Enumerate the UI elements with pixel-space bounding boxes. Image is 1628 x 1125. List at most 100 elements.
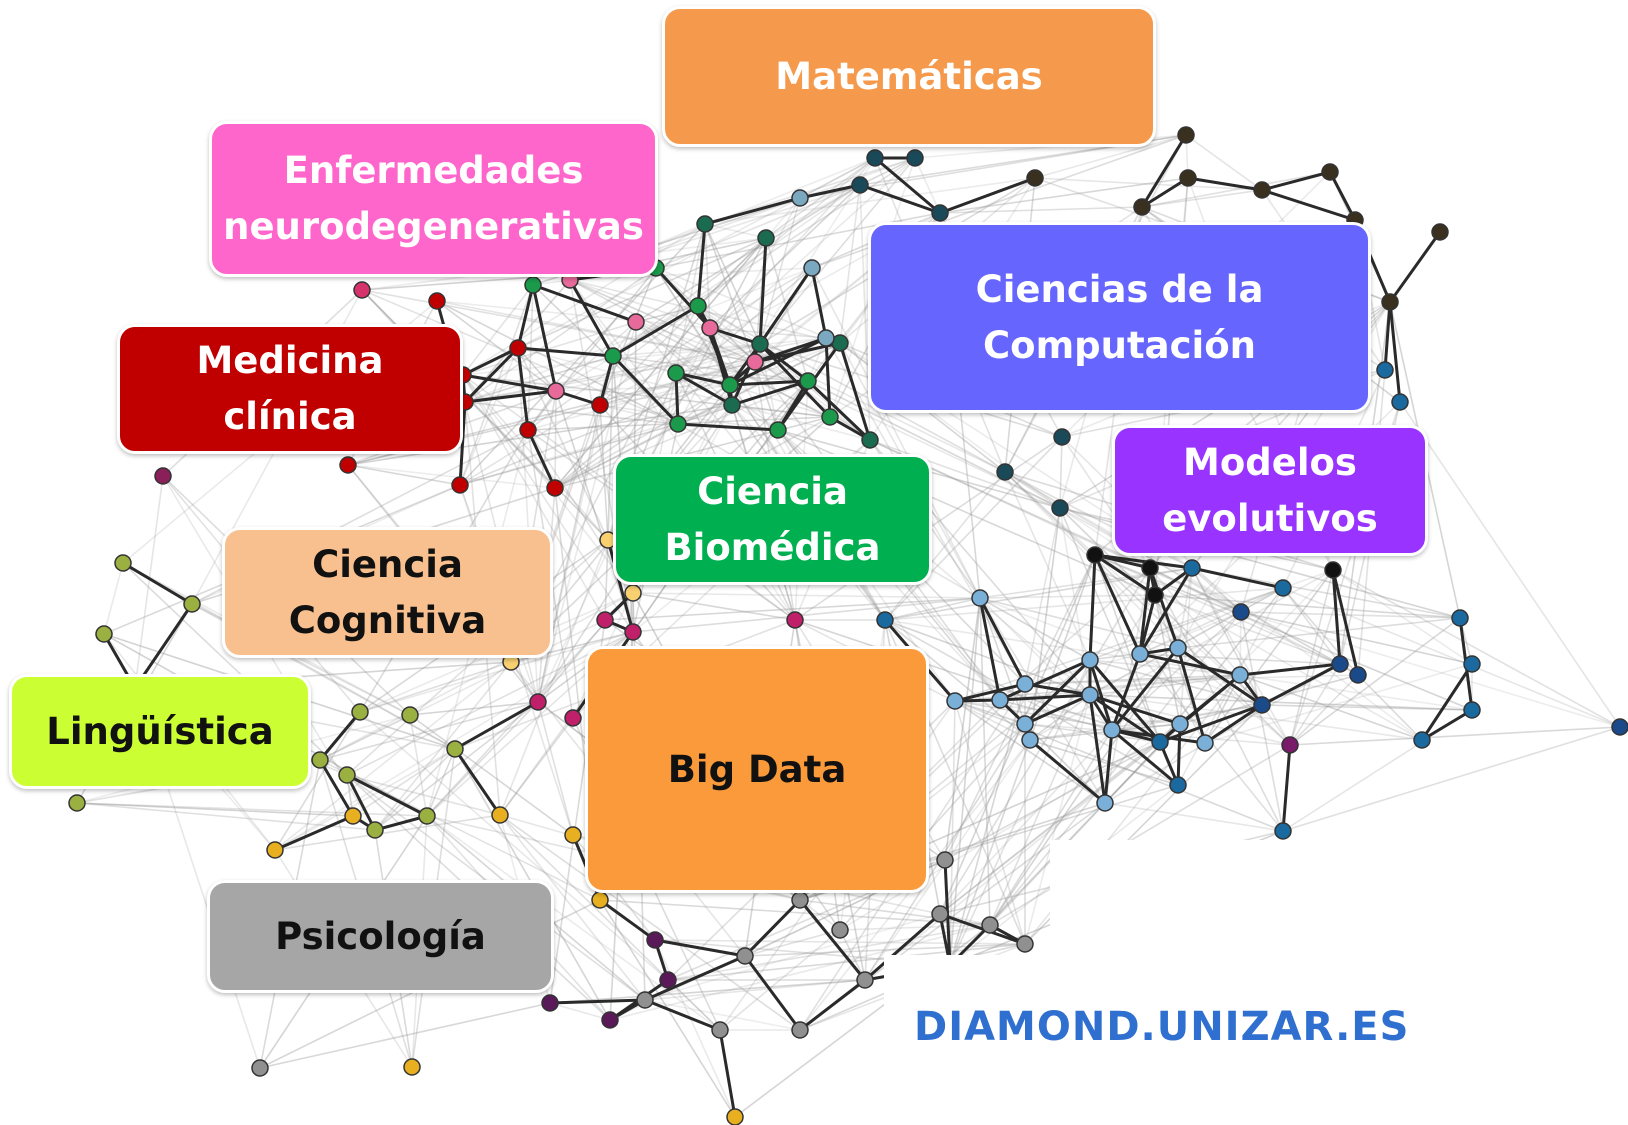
- network-node: [817, 329, 835, 347]
- network-node: [1451, 609, 1469, 627]
- network-node: [604, 347, 622, 365]
- network-edge: [1282, 569, 1334, 589]
- background-patch: [884, 955, 1628, 1125]
- network-edge-strong: [704, 196, 801, 226]
- network-edge: [1024, 723, 1106, 804]
- network-edge: [1104, 802, 1284, 832]
- network-edge-strong: [1388, 301, 1402, 403]
- network-edge: [765, 237, 809, 382]
- network-edge: [704, 223, 767, 239]
- network-edge: [426, 815, 721, 1031]
- network-node: [596, 611, 614, 629]
- network-node: [931, 204, 949, 222]
- network-edge: [1191, 567, 1263, 706]
- network-edge: [347, 404, 601, 466]
- network-edge-strong: [999, 693, 1091, 702]
- network-edge: [979, 597, 1026, 725]
- network-edge-strong: [1191, 566, 1284, 590]
- label-matematicas: Matemáticas: [662, 6, 1156, 147]
- network-edge-strong: [612, 304, 699, 358]
- network-edge-strong: [1148, 567, 1180, 649]
- network-edge: [884, 619, 1241, 676]
- network-edge-strong: [654, 266, 712, 330]
- network-edge-strong: [1023, 658, 1092, 726]
- network-edge-strong: [758, 342, 832, 419]
- network-node: [757, 229, 775, 247]
- network-node: [344, 807, 362, 825]
- network-edge: [1282, 587, 1621, 728]
- network-edge: [604, 539, 609, 621]
- network-edge: [549, 1002, 611, 1021]
- network-edge: [1289, 726, 1621, 746]
- network-edge-strong: [1088, 659, 1114, 731]
- network-edge-strong: [677, 422, 779, 432]
- network-node: [524, 276, 542, 294]
- network-node: [996, 463, 1014, 481]
- network-edge: [1059, 507, 1151, 569]
- network-edge: [274, 661, 512, 851]
- network-edge-strong: [1024, 693, 1091, 726]
- network-edge: [989, 723, 1181, 926]
- network-edge: [1094, 554, 1161, 743]
- network-node: [711, 1021, 729, 1039]
- network-edge: [319, 759, 601, 901]
- network-edge: [719, 929, 841, 1031]
- network-edge-strong: [1383, 301, 1392, 371]
- site-link[interactable]: DIAMOND.UNIZAR.ES: [914, 1004, 1410, 1050]
- network-node: [646, 931, 664, 949]
- network-edge: [1024, 674, 1241, 685]
- network-edge: [709, 267, 813, 329]
- label-text: Cognitiva: [288, 598, 487, 642]
- network-node: [1146, 586, 1164, 604]
- network-edge-strong: [939, 176, 1036, 215]
- label-ciencias-computacion: Ciencias de la Computación: [868, 222, 1371, 413]
- network-node: [1463, 701, 1481, 719]
- network-edge: [1024, 723, 1161, 743]
- network-edge: [949, 597, 981, 966]
- network-node: [1274, 822, 1292, 840]
- network-edge-strong: [516, 284, 535, 349]
- network-node: [564, 826, 582, 844]
- network-edge: [765, 184, 861, 239]
- network-node: [1053, 428, 1071, 446]
- network-node: [1103, 721, 1121, 739]
- network-node: [1016, 675, 1034, 693]
- network-edge: [949, 739, 1031, 966]
- network-edge: [537, 321, 637, 703]
- network-node: [95, 625, 113, 643]
- network-edge: [1204, 569, 1334, 744]
- network-edge: [884, 619, 1091, 696]
- network-node: [546, 479, 564, 497]
- network-node: [311, 751, 329, 769]
- network-edge: [644, 999, 801, 1031]
- network-edge: [1094, 554, 1473, 711]
- network-edge-strong: [1388, 231, 1442, 303]
- network-edge: [436, 300, 679, 425]
- network-node: [68, 794, 86, 812]
- network-edge: [675, 157, 916, 374]
- network-edge: [527, 284, 534, 431]
- network-node: [1231, 666, 1249, 684]
- network-edge: [954, 700, 1026, 945]
- network-node: [1274, 579, 1292, 597]
- network-edge: [499, 539, 609, 816]
- network-edge: [635, 321, 779, 431]
- network-edge: [1154, 594, 1341, 665]
- network-edge: [949, 659, 1091, 966]
- network-edge: [632, 592, 981, 599]
- network-edge: [644, 979, 866, 1001]
- network-edge: [462, 374, 634, 633]
- network-edge-strong: [1111, 728, 1179, 787]
- network-edge: [939, 567, 1151, 915]
- network-edge: [359, 711, 669, 981]
- network-edge: [655, 184, 861, 269]
- network-edge: [1094, 554, 1341, 665]
- network-node: [509, 339, 527, 357]
- network-node: [851, 176, 869, 194]
- network-node: [981, 916, 999, 934]
- network-edge: [939, 723, 1181, 915]
- network-edge: [744, 929, 841, 957]
- network-edge-strong: [611, 354, 680, 426]
- network-edge: [939, 206, 1143, 214]
- network-edge: [569, 279, 756, 363]
